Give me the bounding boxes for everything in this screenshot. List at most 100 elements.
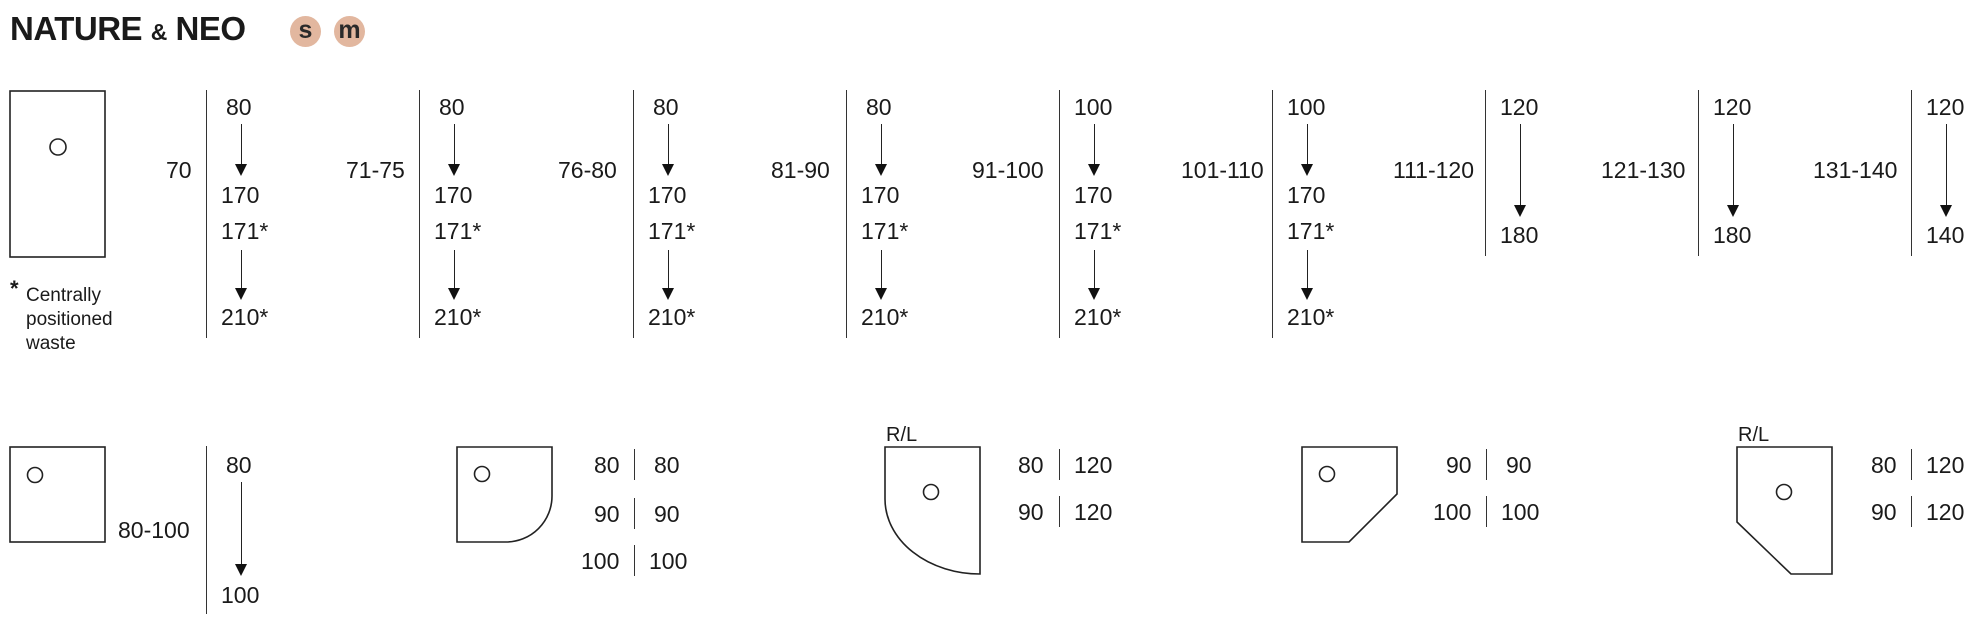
length-end: 170	[434, 182, 473, 208]
size-length: 120	[1926, 499, 1965, 525]
divider	[1698, 90, 1699, 256]
size-length: 120	[1074, 452, 1113, 478]
length-start: 120	[1713, 94, 1752, 120]
divider	[1911, 90, 1912, 256]
divider	[206, 446, 207, 614]
size-width: 90	[594, 501, 620, 527]
length-start-central: 171*	[1074, 218, 1122, 244]
length-end-central: 210*	[434, 304, 482, 330]
divider	[419, 90, 420, 338]
size-width: 80	[1018, 452, 1044, 478]
size-width: 100	[581, 548, 620, 574]
right-left-tag: R/L	[886, 424, 918, 446]
range-arrow	[662, 124, 674, 176]
quadrant-tray-icon	[456, 446, 553, 543]
length-start-central: 171*	[1287, 218, 1335, 244]
size-length: 120	[1074, 499, 1113, 525]
length-start: 80	[866, 94, 892, 120]
length-end: 170	[1074, 182, 1113, 208]
length-start: 120	[1500, 94, 1539, 120]
size-badge-s: s	[290, 16, 321, 47]
size-width: 90	[1018, 499, 1044, 525]
length-end-central: 210*	[1287, 304, 1335, 330]
length-start-central: 171*	[861, 218, 909, 244]
range-arrow	[1301, 124, 1313, 176]
size-length: 100	[649, 548, 688, 574]
offset-pentagon-tray-icon	[1736, 446, 1833, 575]
divider	[1486, 449, 1487, 480]
divider	[1059, 496, 1060, 527]
divider	[634, 498, 635, 529]
length-start: 80	[226, 452, 252, 478]
divider	[1911, 496, 1912, 527]
range-arrow	[1514, 124, 1526, 217]
size-badge-m: m	[334, 16, 365, 47]
tray-width-label: 111-120	[1393, 157, 1474, 183]
square-tray-icon	[9, 446, 106, 543]
length-start: 100	[1287, 94, 1326, 120]
length-start: 80	[439, 94, 465, 120]
length-end: 170	[648, 182, 687, 208]
right-left-tag: R/L	[1738, 424, 1770, 446]
length-start: 80	[226, 94, 252, 120]
size-width: 100	[1433, 499, 1472, 525]
range-arrow	[448, 124, 460, 176]
range-arrow	[1301, 250, 1313, 300]
range-arrow	[448, 250, 460, 300]
size-length: 120	[1926, 452, 1965, 478]
length-end-central: 210*	[861, 304, 909, 330]
divider	[1911, 449, 1912, 480]
length-end: 180	[1713, 222, 1752, 248]
size-length: 90	[654, 501, 680, 527]
size-length: 90	[1506, 452, 1532, 478]
length-start-central: 171*	[648, 218, 696, 244]
range-arrow	[1727, 124, 1739, 217]
tray-width-label: 81-90	[771, 157, 830, 183]
divider	[846, 90, 847, 338]
divider	[634, 449, 635, 480]
length-start: 120	[1926, 94, 1965, 120]
range-arrow	[235, 482, 247, 576]
tray-width-label: 71-75	[346, 157, 405, 183]
range-arrow	[1088, 250, 1100, 300]
divider	[1059, 449, 1060, 480]
size-width: 80	[594, 452, 620, 478]
length-start: 80	[653, 94, 679, 120]
length-end: 170	[221, 182, 260, 208]
divider	[206, 90, 207, 338]
range-arrow	[662, 250, 674, 300]
divider	[1486, 496, 1487, 527]
tray-width-label: 101-110	[1181, 157, 1264, 183]
divider	[634, 545, 635, 576]
size-width: 80	[1871, 452, 1897, 478]
tray-width-label: 121-130	[1601, 157, 1686, 183]
divider	[1485, 90, 1486, 256]
tray-width-label: 91-100	[972, 157, 1044, 183]
rectangular-tray-icon	[9, 90, 106, 258]
range-arrow	[875, 124, 887, 176]
size-length: 100	[1501, 499, 1540, 525]
tray-width-label: 76-80	[558, 157, 617, 183]
divider	[1272, 90, 1273, 338]
length-start-central: 171*	[434, 218, 482, 244]
length-start-central: 171*	[221, 218, 269, 244]
length-end-central: 210*	[648, 304, 696, 330]
tray-width-label: 80-100	[118, 517, 190, 543]
range-arrow	[1088, 124, 1100, 176]
size-width: 90	[1446, 452, 1472, 478]
divider	[1059, 90, 1060, 338]
length-end: 140	[1926, 222, 1965, 248]
range-arrow	[1940, 124, 1952, 217]
offset-quadrant-tray-icon	[884, 446, 981, 575]
length-end-central: 210*	[1074, 304, 1122, 330]
range-arrow	[235, 250, 247, 300]
size-width: 90	[1871, 499, 1897, 525]
length-end: 170	[1287, 182, 1326, 208]
length-end: 170	[861, 182, 900, 208]
tray-width-label: 70	[166, 157, 192, 183]
range-arrow	[235, 124, 247, 176]
divider	[633, 90, 634, 338]
size-length: 80	[654, 452, 680, 478]
range-arrow	[875, 250, 887, 300]
page-title: NATURE & NEO	[10, 10, 246, 47]
